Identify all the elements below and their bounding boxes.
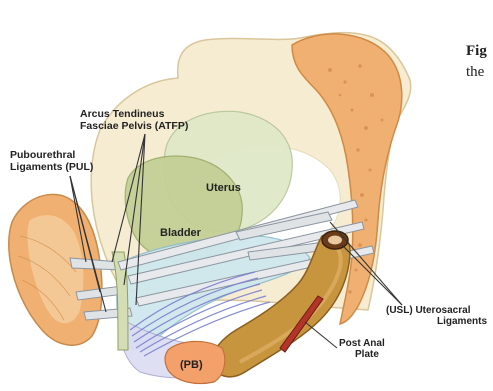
label-usl-line1: (USL) Uterosacral [386, 305, 471, 316]
label-atfp-line2: Fasciae Pelvis (ATFP) [80, 120, 188, 132]
label-atfp-line1: Arcus Tendineus [80, 108, 165, 120]
leader-post-anal-plate [305, 322, 337, 348]
label-perineal-body: (PB) [180, 359, 203, 371]
label-pul-line1: Pubourethral [10, 149, 75, 161]
label-bladder: Bladder [160, 227, 202, 239]
rectal-lumen-inner [328, 236, 342, 245]
label-post-anal-line1: Post Anal [339, 338, 385, 349]
caption-fragment-line1: Fig [466, 43, 487, 59]
label-usl-line2: Ligaments [437, 316, 487, 327]
label-pul-line2: Ligaments (PUL) [10, 161, 93, 173]
label-uterus: Uterus [206, 182, 241, 194]
caption-fragment-line2: the [466, 64, 485, 80]
label-post-anal-line2: Plate [355, 349, 379, 360]
